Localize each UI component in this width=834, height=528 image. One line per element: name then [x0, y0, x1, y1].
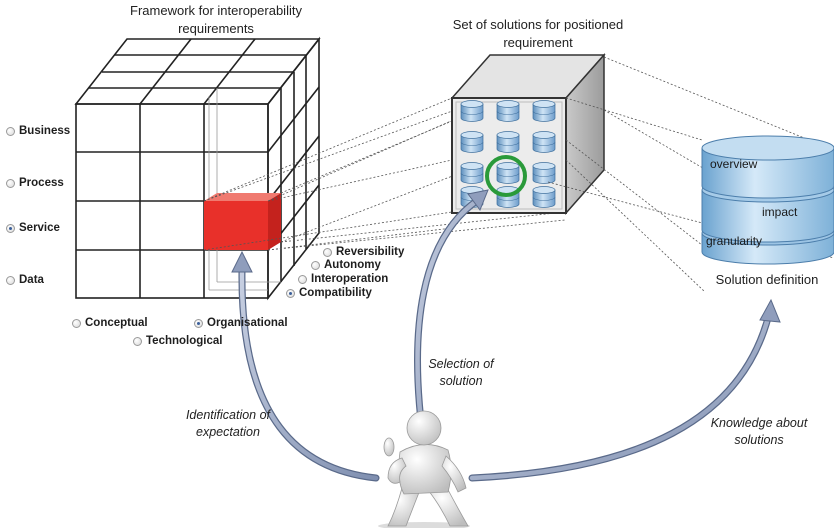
knowledge-arrow-head: [759, 298, 781, 323]
column-option-label: Technological: [146, 335, 223, 347]
selection-ring: [485, 155, 527, 197]
arrows: [231, 189, 781, 482]
row-option-label: Business: [19, 125, 71, 137]
depth-option-label: Reversibility: [336, 246, 405, 258]
mini-database-icon: [460, 131, 484, 153]
highlighted-cell: [204, 193, 281, 250]
column-option-conceptual[interactable]: Conceptual: [72, 317, 148, 329]
depth-option-label: Compatibility: [299, 287, 372, 299]
mini-database-icon: [460, 100, 484, 122]
solution-database: [701, 135, 834, 265]
row-option-data[interactable]: Data: [6, 274, 44, 286]
selection-label: Selection of solution: [428, 357, 494, 388]
mini-database-icon: [460, 162, 484, 184]
mini-database-icon: [532, 100, 556, 122]
projection-lines: [203, 54, 605, 251]
solutions-title: Set of solutions for positioned requirem…: [452, 17, 624, 50]
mini-database-icon: [496, 131, 520, 153]
db-label-overview: overview: [710, 157, 758, 171]
db-label-granularity: granularity: [706, 234, 763, 248]
mini-database-icon: [532, 162, 556, 184]
solution-databases: [460, 100, 556, 208]
person-figure: [378, 410, 470, 528]
depth-option-compatibility[interactable]: Compatibility: [286, 287, 372, 299]
row-option-label: Data: [19, 274, 44, 286]
column-option-technological[interactable]: Technological: [133, 335, 222, 347]
column-option-label: Conceptual: [85, 317, 148, 329]
radio-icon: [323, 247, 332, 257]
column-option-organisational[interactable]: Organisational: [194, 317, 288, 329]
column-option-label: Organisational: [207, 317, 288, 329]
solution-definition-title: Solution definition: [715, 272, 819, 287]
radio-selected-icon: [286, 288, 295, 298]
radio-icon: [6, 275, 15, 285]
knowledge-label: Knowledge about solutions: [710, 416, 808, 447]
radio-icon: [72, 318, 81, 328]
radio-icon: [6, 178, 15, 188]
identification-label: Identification of expectation: [185, 408, 271, 439]
depth-option-label: Autonomy: [324, 259, 381, 271]
framework-title: Framework for interoperability requireme…: [130, 3, 302, 36]
radio-icon: [6, 126, 15, 136]
mini-database-icon: [496, 100, 520, 122]
depth-option-interoperation[interactable]: Interoperation: [298, 273, 388, 285]
mini-database-icon: [496, 162, 520, 184]
selection-arrow-head: [467, 189, 489, 212]
radio-icon: [133, 336, 142, 346]
radio-selected-icon: [194, 318, 203, 328]
db-label-impact: impact: [762, 205, 798, 219]
mini-database-icon: [532, 186, 556, 208]
identification-arrow-head: [231, 250, 253, 273]
row-option-business[interactable]: Business: [6, 125, 70, 137]
row-option-label: Process: [19, 177, 64, 189]
radio-selected-icon: [6, 223, 15, 233]
depth-option-autonomy[interactable]: Autonomy: [311, 259, 381, 271]
identification-arrow-shaft: [238, 266, 380, 482]
row-option-service[interactable]: Service: [6, 222, 60, 234]
mini-database-icon: [496, 186, 520, 208]
depth-option-reversibility[interactable]: Reversibility: [323, 246, 404, 258]
radio-icon: [298, 274, 307, 284]
depth-option-label: Interoperation: [311, 273, 389, 285]
row-option-process[interactable]: Process: [6, 177, 64, 189]
row-option-label: Service: [19, 222, 60, 234]
radio-icon: [311, 260, 320, 270]
mini-database-icon: [532, 131, 556, 153]
